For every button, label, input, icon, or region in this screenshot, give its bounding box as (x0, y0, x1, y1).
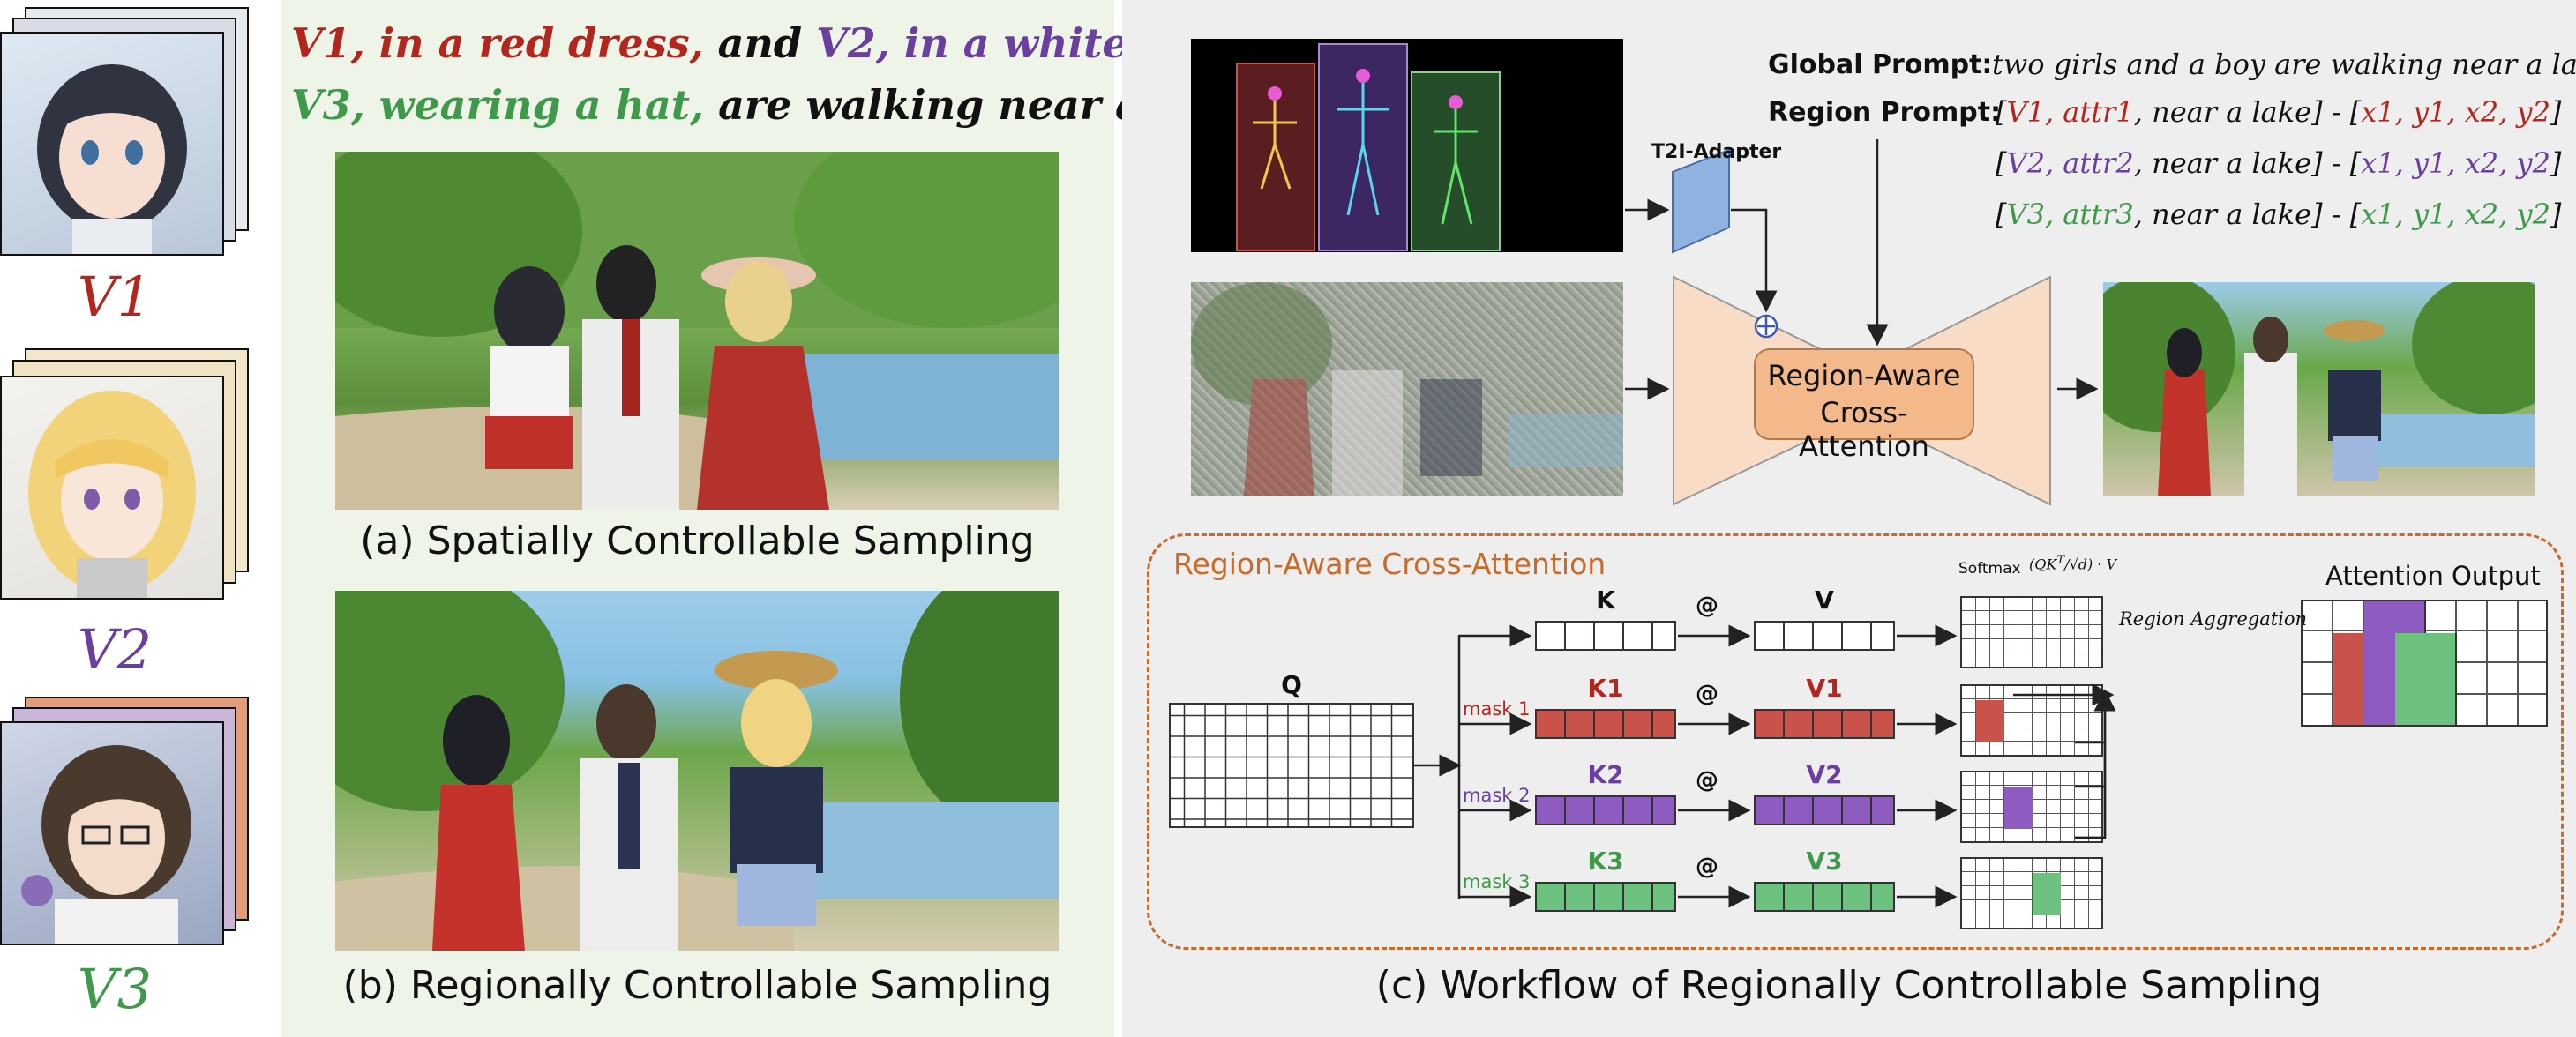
tensor-bar (1535, 621, 1676, 651)
caption-c: (c) Workflow of Regionally Controllable … (1375, 963, 2323, 1008)
pose-skeletons (1236, 43, 1501, 251)
attention-grids (1169, 703, 1414, 828)
k-label-1: K1 (1587, 674, 1624, 703)
rp2-v: V2, attr2 (2006, 146, 2134, 180)
region-prompt-3: [V3, attr3, near a lake] - [x1, y1, x2, … (1996, 198, 2561, 231)
prompt-v3: V3, wearing a hat, (291, 81, 705, 129)
rp2-rest: , near a lake] - [ (2133, 146, 2362, 180)
v2-portrait-art (28, 391, 196, 598)
rp3-v: V3, attr3 (2006, 198, 2134, 231)
attention-map (1960, 596, 2103, 668)
attention-map (1960, 771, 2103, 843)
rp1-close: ] (2550, 95, 2562, 129)
region-prompt-1: [V1, attr1, near a lake] - [x1, y1, x2, … (1996, 95, 2561, 129)
matmul-symbol: @ (1696, 593, 1719, 619)
tensor-bar (1535, 882, 1676, 912)
tensor-bar (1754, 709, 1895, 739)
region-prompt-label: Region Prompt: (1768, 97, 2002, 128)
regional-sample-art (335, 591, 1059, 951)
rp1-open: [ (1996, 95, 2007, 129)
attention-detail-box (1147, 533, 2564, 950)
rp3-close: ] (2550, 198, 2562, 231)
matmul-symbol: @ (1696, 767, 1719, 794)
output-art (2103, 282, 2535, 496)
tensor-bar (1535, 795, 1676, 825)
tensor-bar (1535, 709, 1676, 739)
attention-arrows (1413, 624, 2116, 908)
k-label-0: K (1596, 586, 1615, 615)
identity-column: V1 V2 V3 (0, 0, 273, 1037)
rp1-v: V1, attr1 (2006, 95, 2134, 129)
attention-output-label: Attention Output (2325, 561, 2541, 591)
attention-region (1976, 700, 2004, 742)
caption-b: (b) Regionally Controllable Sampling (342, 963, 1052, 1008)
regional-sample-image (335, 591, 1059, 951)
attention-region (2033, 873, 2061, 915)
cross-attention-line2: Cross-Attention (1799, 396, 1929, 463)
v1-portrait (0, 32, 224, 256)
noisy-latent-image (1191, 282, 1623, 496)
tensor-bar (1754, 795, 1895, 825)
rp3-rest: , near a lake] - [ (2133, 198, 2362, 231)
attention-region (2004, 787, 2033, 829)
v1-portrait-art (37, 64, 187, 254)
rp2-close: ] (2550, 146, 2562, 180)
noisy-latent-art (1191, 282, 1623, 496)
rp1-coords: x1, y1, x2, y2 (2361, 95, 2550, 129)
rp2-open: [ (1996, 146, 2007, 180)
rp3-coords: x1, y1, x2, y2 (2361, 198, 2550, 231)
v-label-0: V (1815, 586, 1834, 615)
v-label-3: V3 (1806, 847, 1843, 876)
v2-label: V2 (77, 617, 153, 682)
output-image (2103, 282, 2535, 496)
pose-condition-image (1191, 39, 1623, 252)
q-label: Q (1281, 670, 1302, 699)
v1-label: V1 (77, 265, 153, 329)
spatial-sample-image (335, 152, 1059, 510)
cross-attention-box: Region-Aware Cross-Attention (1754, 348, 1974, 463)
tensor-bar (1754, 882, 1895, 912)
global-prompt-label: Global Prompt: (1768, 49, 1993, 80)
region-prompt-2: [V2, attr2, near a lake] - [x1, y1, x2, … (1996, 146, 2561, 180)
v3-portrait-art (21, 745, 191, 944)
region-aggregation-label: Region Aggregation (2119, 608, 2308, 630)
v3-portrait (0, 721, 224, 945)
rp3-open: [ (1996, 198, 2007, 231)
prompt-line-2: V3, wearing a hat, are walking near a la… (291, 81, 1265, 129)
global-prompt-text: two girls and a boy are walking near a l… (1992, 48, 2576, 81)
prompt-v1: V1, in a red dress, (291, 19, 704, 67)
k-label-2: K2 (1587, 760, 1624, 789)
matmul-symbol: @ (1696, 854, 1719, 880)
tensor-bar (1754, 621, 1895, 651)
output-region-3 (2395, 633, 2457, 725)
v2-portrait (0, 376, 224, 600)
attention-map (1960, 857, 2103, 929)
v-label-1: V1 (1806, 674, 1843, 703)
matmul-symbol: @ (1696, 681, 1719, 707)
softmax-label: Softmax (1958, 560, 2021, 578)
t2i-adapter-shape (1672, 148, 1730, 254)
rp2-coords: x1, y1, x2, y2 (2361, 146, 2550, 180)
spatial-sample-art (335, 152, 1059, 510)
v-label-2: V2 (1806, 760, 1843, 789)
caption-a: (a) Spatially Controllable Sampling (360, 518, 1035, 563)
softmax-formula-icon: (QKT/√d) · V (2029, 554, 2117, 573)
cross-attention-line1: Region-Aware (1767, 359, 1961, 392)
attention-detail-title: Region-Aware Cross-Attention (1173, 547, 1606, 581)
rp1-rest: , near a lake] - [ (2133, 95, 2362, 129)
v3-label: V3 (77, 957, 153, 1021)
k-label-3: K3 (1587, 847, 1624, 876)
prompt-and-1: and (703, 19, 817, 67)
t2i-adapter-label: T2I-Adapter (1651, 141, 1782, 163)
